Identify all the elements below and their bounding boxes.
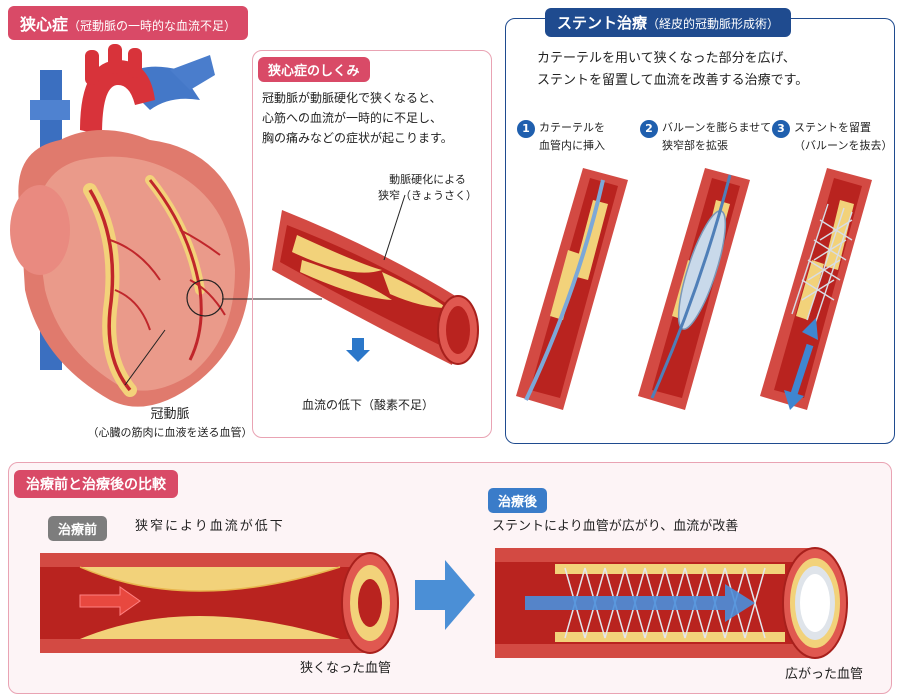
step-2-line-1: バルーンを膨らませて bbox=[662, 121, 772, 134]
step-2-number: 2 bbox=[640, 120, 658, 138]
step-3-vessel-illustration bbox=[760, 168, 872, 410]
stent-intro: カテーテルを用いて狭くなった部分を広げ、 ステントを留置して血流を改善する治療で… bbox=[537, 48, 808, 92]
mechanism-panel bbox=[252, 50, 492, 438]
mechanism-line-3: 胸の痛みなどの症状が起こります。 bbox=[262, 131, 453, 145]
coronary-label-block: 冠動脈 （心臓の筋肉に血液を送る血管） bbox=[70, 406, 270, 442]
before-after-arrow bbox=[415, 560, 475, 630]
stent-title: ステント治療 bbox=[557, 14, 648, 32]
before-caption: 狭窄により血流が低下 bbox=[135, 519, 285, 534]
stent-step-3: 3 ステントを留置 （バルーンを抜去） bbox=[772, 120, 892, 154]
stent-step-1: 1 カテーテルを 血管内に挿入 bbox=[517, 120, 605, 154]
angina-title: 狭心症 bbox=[20, 15, 69, 34]
stent-intro-line-1: カテーテルを用いて狭くなった部分を広げ、 bbox=[537, 51, 796, 66]
flow-label: 血流の低下（酸素不足） bbox=[302, 398, 435, 412]
stent-intro-line-2: ステントを留置して血流を改善する治療です。 bbox=[537, 73, 809, 88]
mechanism-line-2: 心筋への血流が一時的に不足し、 bbox=[262, 111, 443, 125]
stenosis-label: 動脈硬化による 狭窄（きょうさく） bbox=[378, 172, 477, 204]
coronary-sublabel: （心臓の筋肉に血液を送る血管） bbox=[87, 426, 253, 439]
angina-title-tag: 狭心症（冠動脈の一時的な血流不足） bbox=[8, 6, 249, 40]
comparison-title: 治療前と治療後の比較 bbox=[26, 477, 166, 493]
comparison-title-tag: 治療前と治療後の比較 bbox=[14, 470, 178, 498]
before-vessel-illustration bbox=[40, 552, 399, 654]
step-2-vessel-illustration bbox=[638, 168, 750, 410]
before-tag: 治療前 bbox=[48, 516, 108, 541]
after-vessel-label: 広がった血管 bbox=[785, 667, 864, 682]
stent-step-2: 2 バルーンを膨らませて 狭窄部を拡張 bbox=[640, 120, 771, 154]
mechanism-text: 冠動脈が動脈硬化で狭くなると、 心筋への血流が一時的に不足し、 胸の痛みなどの症… bbox=[262, 88, 453, 148]
step-1-line-2: 血管内に挿入 bbox=[539, 139, 605, 152]
stenosis-label-2: 狭窄（きょうさく） bbox=[378, 189, 477, 202]
mechanism-heading: 狭心症のしくみ bbox=[268, 64, 360, 79]
stent-subtitle: （経皮的冠動脈形成術） bbox=[647, 17, 780, 31]
zoom-connector-line bbox=[222, 298, 322, 300]
step-3-line-2: （バルーンを抜去） bbox=[794, 139, 893, 152]
stent-title-tag: ステント治療（経皮的冠動脈形成術） bbox=[545, 8, 792, 37]
after-caption: ステントにより血管が広がり、血流が改善 bbox=[492, 519, 739, 534]
after-vessel-illustration bbox=[495, 547, 848, 659]
coronary-label: 冠動脈 bbox=[150, 407, 190, 422]
angina-subtitle: （冠動脈の一時的な血流不足） bbox=[68, 19, 237, 33]
mechanism-heading-tag: 狭心症のしくみ bbox=[258, 57, 370, 82]
stenosis-vessel-illustration bbox=[272, 194, 479, 365]
stenosis-label-1: 動脈硬化による bbox=[389, 173, 466, 186]
step-3-number: 3 bbox=[772, 120, 790, 138]
step-2-line-2: 狭窄部を拡張 bbox=[662, 139, 728, 152]
before-vessel-label: 狭くなった血管 bbox=[300, 661, 392, 676]
after-tag: 治療後 bbox=[488, 488, 548, 513]
step-3-line-1: ステントを留置 bbox=[794, 121, 871, 134]
mechanism-line-1: 冠動脈が動脈硬化で狭くなると、 bbox=[262, 91, 442, 105]
step-1-vessel-illustration bbox=[516, 168, 628, 410]
step-1-number: 1 bbox=[517, 120, 535, 138]
step-1-line-1: カテーテルを bbox=[539, 121, 605, 134]
heart-illustration bbox=[10, 44, 251, 407]
